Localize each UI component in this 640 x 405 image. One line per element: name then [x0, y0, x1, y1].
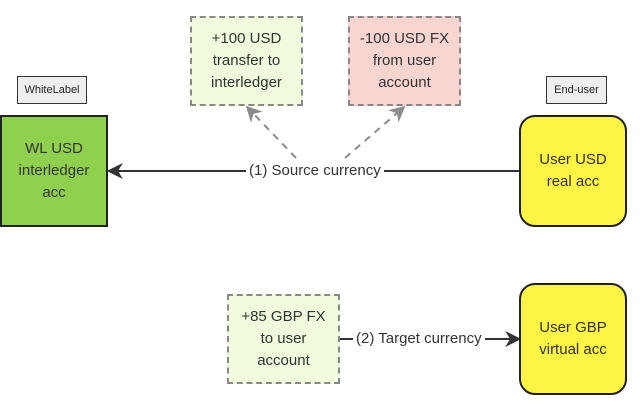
fx-from-user-account-note[interactable]: -100 USD FX from user account: [348, 16, 461, 106]
whitelabel-tag: WhiteLabel: [17, 76, 87, 104]
dashed-arrow-to-transfer: [245, 105, 297, 159]
target-currency-label: (2) Target currency: [353, 329, 485, 349]
user-usd-real-account[interactable]: User USD real acc: [519, 115, 627, 227]
dashed-arrow-to-fx: [344, 105, 406, 159]
enduser-tag: End-user: [546, 76, 607, 104]
source-currency-label: (1) Source currency: [246, 161, 384, 181]
transfer-to-interledger-note[interactable]: +100 USD transfer to interledger: [190, 16, 303, 106]
fx-to-user-account-note[interactable]: +85 GBP FX to user account: [227, 294, 340, 384]
user-gbp-virtual-account[interactable]: User GBP virtual acc: [519, 283, 627, 395]
wl-usd-interledger-account[interactable]: WL USD interledger acc: [0, 115, 108, 227]
